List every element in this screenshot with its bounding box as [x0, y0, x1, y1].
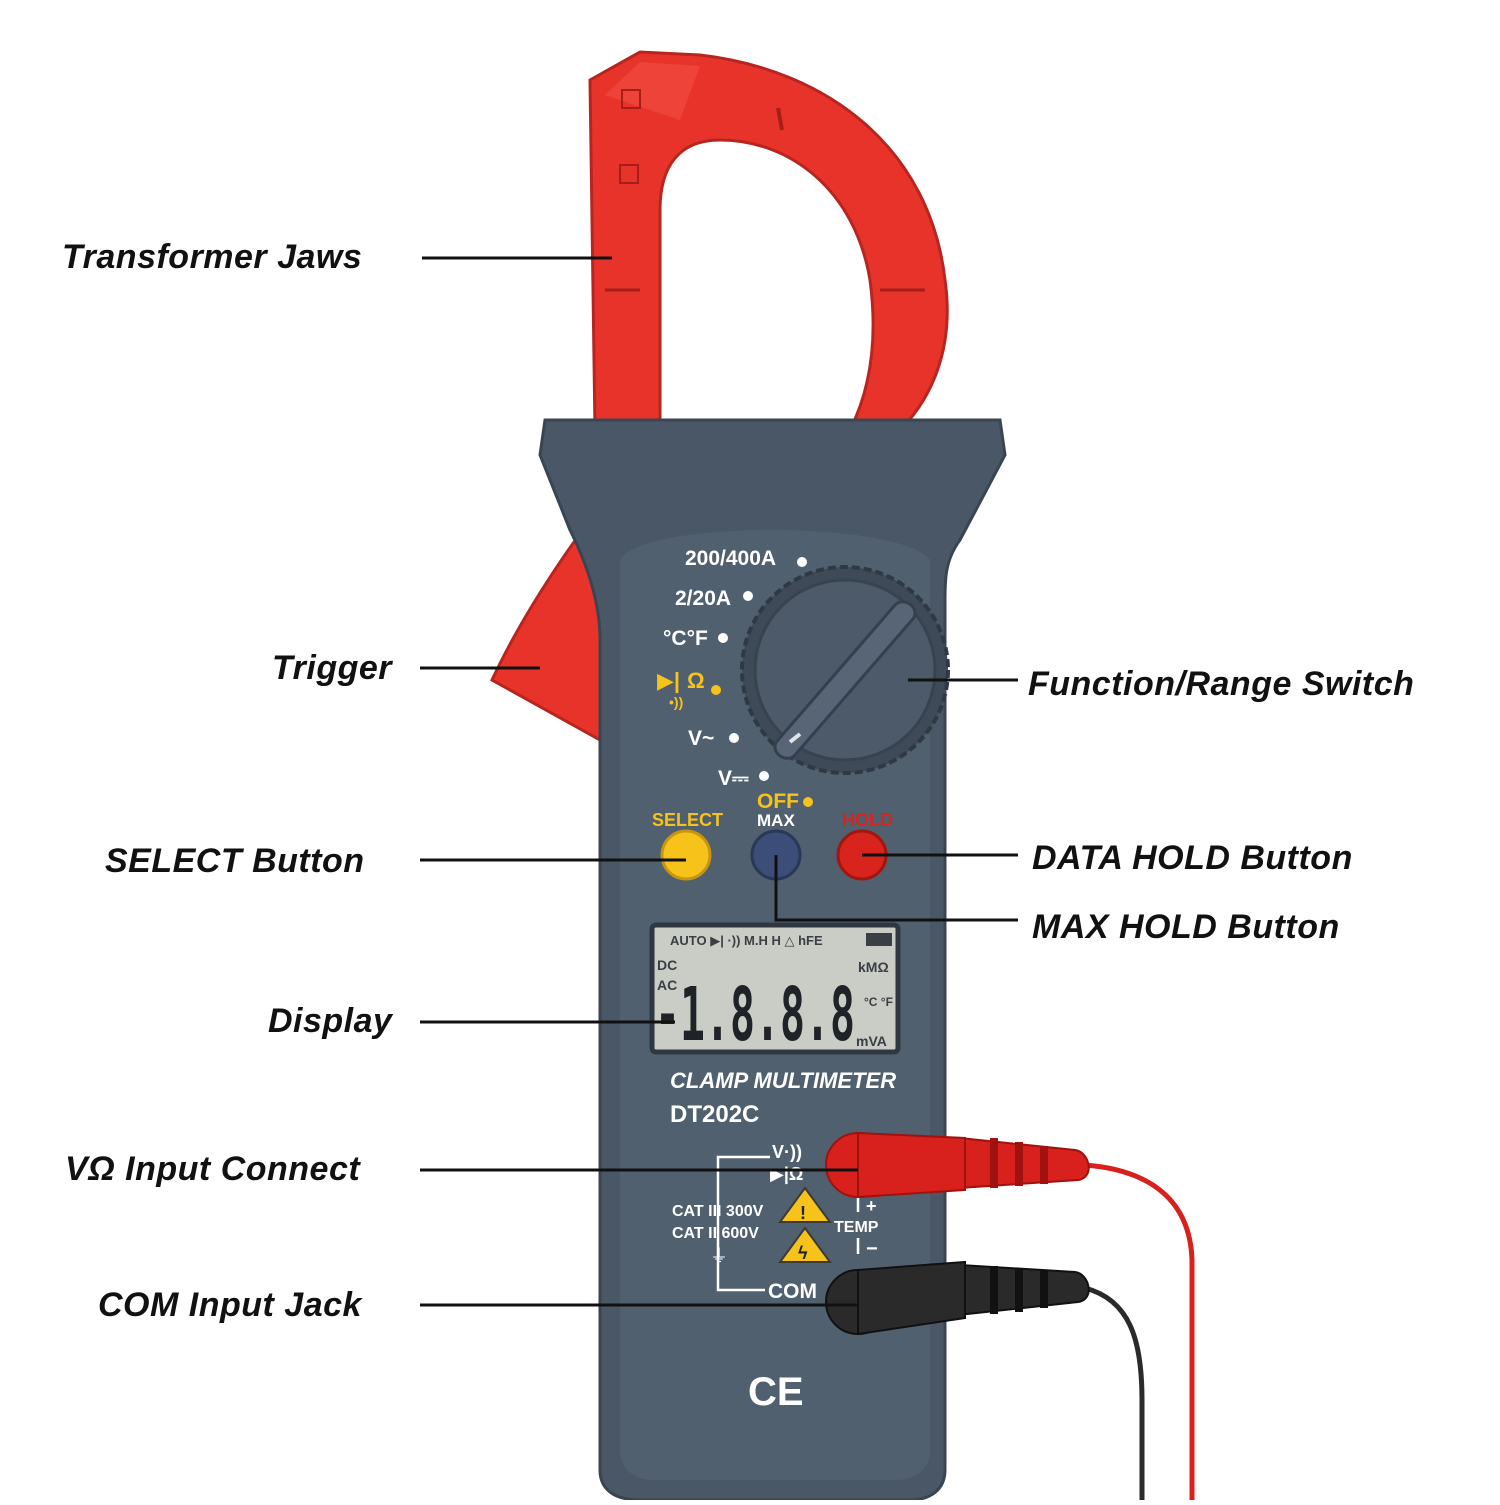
ground-icon: ⏚: [710, 1246, 728, 1266]
dial-label-vdc: V⎓: [718, 767, 749, 790]
ce-mark: CE: [748, 1370, 804, 1414]
callout-com-input: COM Input Jack: [98, 1286, 364, 1324]
dial-label-off: OFF: [757, 790, 799, 813]
select-button-label: SELECT: [652, 810, 723, 830]
temp-label: TEMP: [834, 1219, 879, 1236]
dial-marker-temp: [718, 633, 728, 643]
warning-icon: [778, 1186, 832, 1223]
cat2-rating: CAT II 600V: [672, 1225, 759, 1242]
dial-marker-a20: [743, 591, 753, 601]
dial-marker-off: [803, 797, 813, 807]
switch-pointer: [788, 732, 802, 744]
callout-select-button: SELECT Button: [105, 842, 365, 880]
v-jack-label: V·)): [772, 1142, 802, 1162]
lcd-display: AUTO ▶| ·)) M.H H △ hFE DC AC -1.8.8.8 k…: [649, 922, 901, 1058]
lcd-ac: AC: [657, 977, 677, 993]
diode-ohm-jack-label: ▶|Ω: [770, 1164, 803, 1184]
transformer-jaws: [588, 50, 949, 432]
brand-line: CLAMP MULTIMETER: [670, 1068, 896, 1093]
svg-text:!: !: [800, 1203, 806, 1223]
black-probe: [825, 1260, 1145, 1500]
dial-marker-a400: [797, 557, 807, 567]
dial-label-200-400a: 200/400A: [685, 547, 776, 570]
jack-panel: V·)) ▶|Ω CAT III 300V CAT II 600V ⏚ ! ϟ …: [672, 1142, 879, 1303]
diode-icon: ▶|: [657, 668, 680, 693]
callout-transformer-jaws: Transformer Jaws: [62, 238, 362, 276]
callout-max-hold-button: MAX HOLD Button: [1032, 908, 1340, 946]
dial-marker-vac: [729, 733, 739, 743]
red-probe: [825, 1131, 1195, 1500]
dial-marker-vdc: [759, 771, 769, 781]
dial-marker-ohm: [711, 685, 721, 695]
leader-lines: [420, 256, 1018, 1307]
temp-minus-label: −: [866, 1238, 878, 1260]
callout-trigger: Trigger: [272, 649, 393, 687]
lcd-kohm: kMΩ: [858, 959, 889, 975]
dial-label-temp: °C°F: [663, 627, 708, 650]
max-button-label: MAX: [757, 811, 795, 830]
svg-text:ϟ: ϟ: [798, 1243, 808, 1263]
lcd-top-row: AUTO ▶| ·)) M.H H △ hFE: [670, 933, 823, 948]
dial-label-ohm: Ω: [687, 668, 705, 693]
high-voltage-icon: [778, 1226, 832, 1263]
callout-display: Display: [268, 1002, 394, 1040]
cat3-rating: CAT III 300V: [672, 1203, 764, 1220]
temp-plus-label: +: [866, 1196, 877, 1216]
callout-data-hold-button: DATA HOLD Button: [1032, 839, 1353, 877]
dial-label-vac: V~: [688, 727, 714, 750]
lcd-dc: DC: [657, 957, 677, 973]
lcd-digits: -1.8.8.8: [655, 972, 855, 1058]
callout-vohm-input: VΩ Input Connect: [65, 1150, 361, 1188]
select-button[interactable]: [660, 829, 712, 881]
callout-function-range-switch: Function/Range Switch: [1028, 665, 1414, 703]
model-number: DT202C: [670, 1101, 759, 1128]
continuity-icon: •)): [669, 694, 683, 710]
battery-icon: [866, 933, 892, 946]
com-jack-label: COM: [768, 1280, 817, 1303]
function-range-switch[interactable]: [740, 565, 950, 775]
lcd-mva: mVA: [856, 1033, 887, 1049]
lcd-temp-units: °C °F: [864, 995, 893, 1009]
hold-button-label: HOLD: [842, 810, 893, 830]
dial-label-2-20a: 2/20A: [675, 587, 731, 610]
